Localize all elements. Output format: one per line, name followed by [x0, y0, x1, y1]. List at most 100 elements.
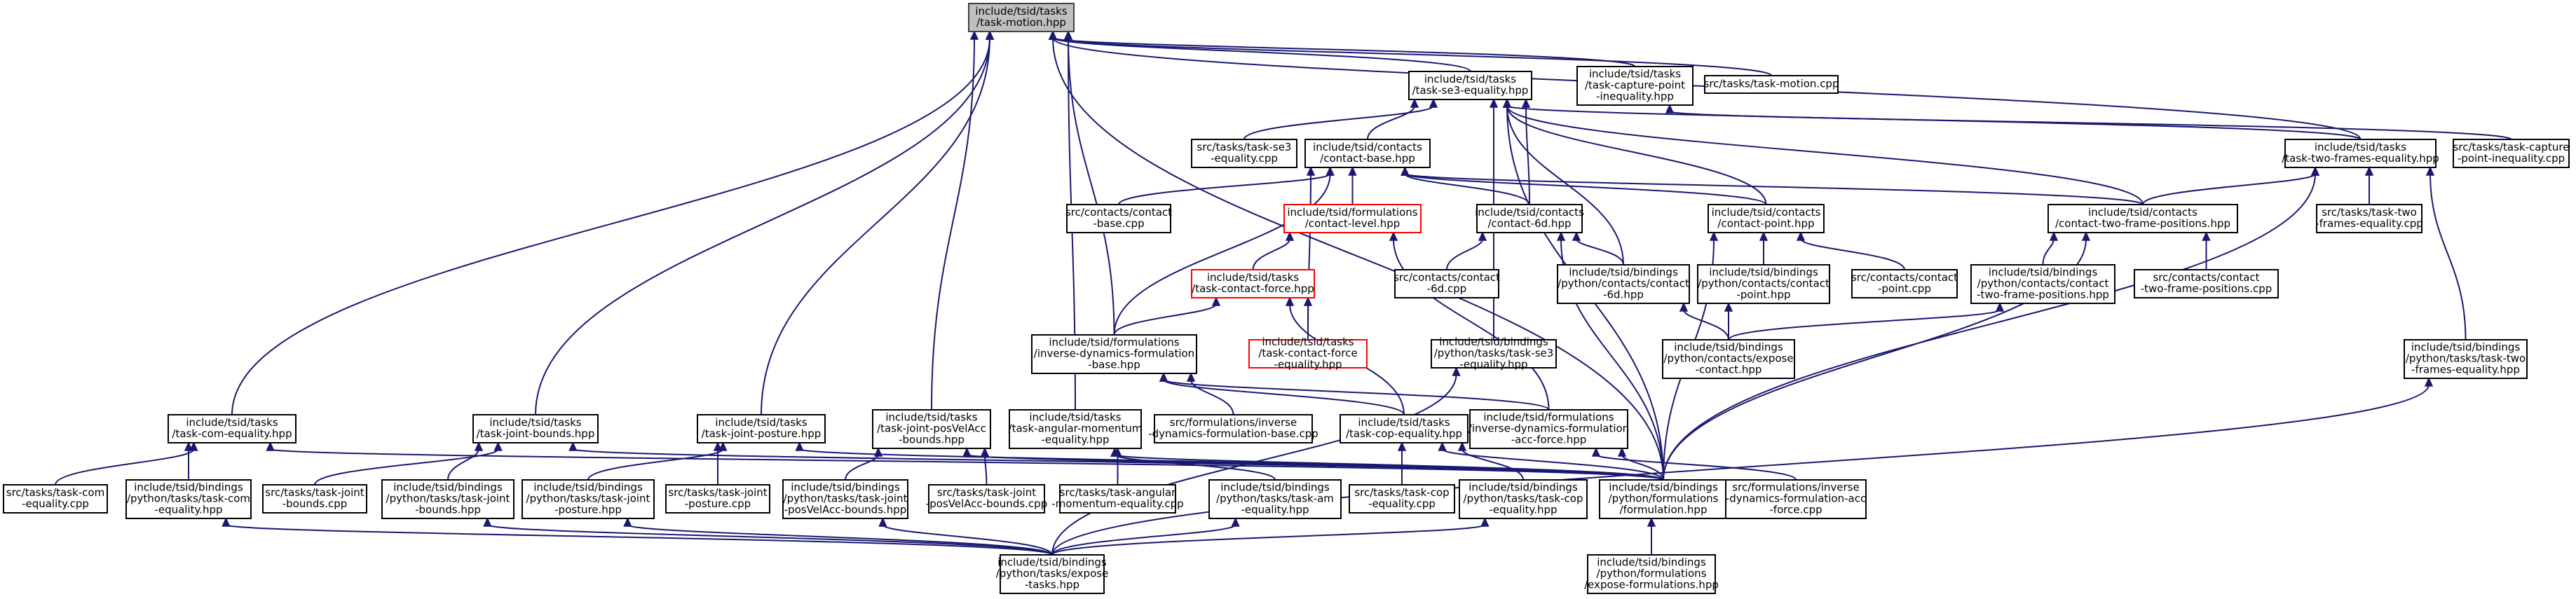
node-label-line: -equality.cpp: [22, 497, 89, 510]
node-box: [1431, 339, 1557, 369]
node-n49[interactable]: include/tsid/bindings/python/formulation…: [1584, 554, 1719, 594]
node-label-line: include/tsid/formulations: [1287, 206, 1417, 219]
node-label-line: -posture.hpp: [554, 504, 622, 516]
node-n46[interactable]: include/tsid/bindings/python/formulation…: [1599, 479, 1728, 519]
node-n29[interactable]: include/tsid/tasks/task-joint-posVelAcc-…: [872, 409, 991, 449]
node-n13[interactable]: src/tasks/task-two-frames-equality.cpp: [2315, 204, 2423, 233]
node-n26[interactable]: include/tsid/tasks/task-com-equality.hpp: [168, 414, 297, 443]
node-n38[interactable]: include/tsid/bindings/python/tasks/task-…: [522, 479, 655, 519]
node-box: [3, 484, 108, 514]
node-n45[interactable]: include/tsid/bindings/python/tasks/task-…: [1459, 479, 1588, 519]
node-label-line: -equality.hpp: [154, 504, 222, 516]
node-label-line: /python/tasks/task-com: [127, 493, 250, 505]
node-label-line: include/tsid/contacts: [2088, 206, 2197, 219]
node-n47[interactable]: src/formulations/inverse-dynamics-formul…: [1725, 479, 1867, 519]
node-box: [1340, 414, 1468, 443]
node-n24[interactable]: include/tsid/bindings/python/contacts/ex…: [1662, 339, 1795, 379]
edges-layer: [55, 30, 2512, 556]
node-label-line: -two-frame-positions.cpp: [2141, 282, 2272, 295]
node-label-line: -dynamics-formulation-base.cpp: [1148, 427, 1318, 440]
edge-n33-to-n9: [1389, 231, 1550, 411]
edge-n48-to-n38: [623, 517, 1053, 556]
edge-n31-to-n21: [1186, 372, 1234, 415]
node-n33[interactable]: include/tsid/formulations/inverse-dynami…: [1468, 409, 1629, 449]
node-label-line: src/tasks/task-capture: [2453, 141, 2570, 153]
node-n32[interactable]: include/tsid/tasks/task-cop-equality.hpp: [1340, 414, 1468, 443]
edge-n5-to-n1: [1243, 98, 1438, 140]
node-n19[interactable]: include/tsid/bindings/python/contacts/co…: [1970, 264, 2115, 304]
edge-n46-to-n29: [962, 447, 1664, 481]
edge-n33-to-n21: [1159, 372, 1550, 411]
node-n8[interactable]: src/contacts/contact-base.cpp: [1065, 204, 1172, 233]
edge-n15-to-n10: [1446, 231, 1487, 270]
node-n5[interactable]: src/tasks/task-se3-equality.cpp: [1191, 139, 1297, 168]
node-n27[interactable]: include/tsid/tasks/task-joint-bounds.hpp: [472, 414, 599, 443]
edge-n25-to-n7: [2425, 166, 2467, 340]
node-n37[interactable]: include/tsid/bindings/python/tasks/task-…: [381, 479, 514, 519]
node-label-line: src/tasks/task-angular: [1060, 486, 1176, 499]
node-n0[interactable]: include/tsid/tasks/task-motion.hpp: [968, 3, 1075, 32]
node-n22[interactable]: include/tsid/tasks/task-contact-force-eq…: [1248, 336, 1368, 371]
edge-n24-to-n17: [1724, 302, 1733, 340]
node-n31[interactable]: src/formulations/inverse-dynamics-formul…: [1148, 414, 1318, 443]
node-label-line: include/tsid/tasks: [2315, 141, 2406, 153]
node-label-line: include/tsid/contacts: [1475, 206, 1584, 219]
node-n1[interactable]: include/tsid/tasks/task-se3-equality.hpp: [1408, 71, 1532, 100]
node-n4[interactable]: src/tasks/task-capture-point-inequality.…: [2453, 139, 2570, 168]
node-n6[interactable]: include/tsid/contacts/contact-base.hpp: [1304, 139, 1431, 168]
node-label-line: src/tasks/task-joint: [265, 486, 364, 499]
node-label-line: -force.cpp: [1769, 504, 1822, 516]
node-n23[interactable]: include/tsid/bindings/python/tasks/task-…: [1431, 336, 1557, 371]
node-label-line: /python/tasks/task-joint: [526, 493, 650, 505]
node-n43[interactable]: include/tsid/bindings/python/tasks/task-…: [1208, 479, 1342, 519]
node-label-line: /python/tasks/task-se3: [1434, 347, 1554, 359]
node-n20[interactable]: src/contacts/contact-two-frame-positions…: [2134, 269, 2279, 298]
node-label-line: /task-contact-force.hpp: [1192, 282, 1314, 295]
node-n41[interactable]: src/tasks/task-joint-posVelAcc-bounds.cp…: [926, 484, 1047, 514]
node-n16[interactable]: include/tsid/bindings/python/contacts/co…: [1557, 264, 1690, 304]
node-box: [782, 479, 908, 519]
node-n25[interactable]: include/tsid/bindings/python/tasks/task-…: [2404, 339, 2528, 379]
node-n18[interactable]: src/contacts/contact-point.cpp: [1851, 269, 1958, 298]
node-n40[interactable]: include/tsid/bindings/python/tasks/task-…: [782, 479, 908, 519]
node-n44[interactable]: src/tasks/task-cop-equality.cpp: [1349, 484, 1455, 514]
node-label-line: -posVelAcc-bounds.cpp: [926, 497, 1047, 510]
node-label-line: -bounds.hpp: [415, 504, 481, 516]
node-box: [1248, 339, 1368, 369]
edge-n48-to-n45: [1051, 517, 1490, 556]
edge-n46-to-n30: [1110, 447, 1664, 481]
node-n10[interactable]: include/tsid/contacts/contact-6d.hpp: [1475, 204, 1584, 233]
edge-n40-to-n29: [845, 447, 883, 481]
node-box: [1408, 71, 1532, 100]
edge-n20-to-n12: [2202, 231, 2211, 270]
node-n21[interactable]: include/tsid/formulations/inverse-dynami…: [1031, 334, 1197, 374]
node-n17[interactable]: include/tsid/bindings/python/contacts/co…: [1697, 264, 1830, 304]
node-label-line: -point.hpp: [1737, 289, 1791, 301]
node-n42[interactable]: src/tasks/task-angular-momentum-equality…: [1051, 484, 1184, 514]
node-n12[interactable]: include/tsid/contacts/contact-two-frame-…: [2047, 204, 2238, 233]
node-label-line: /expose-formulations.hpp: [1584, 579, 1719, 591]
node-n2[interactable]: include/tsid/tasks/task-capture-point-in…: [1576, 66, 1694, 106]
node-n34[interactable]: src/tasks/task-com-equality.cpp: [3, 484, 108, 514]
node-label-line: /python/tasks/task-joint: [386, 493, 510, 505]
node-n30[interactable]: include/tsid/tasks/task-angular-momentum…: [1009, 409, 1143, 449]
edge-n9-to-n6: [1348, 166, 1357, 205]
edge-n38-to-n28: [587, 441, 728, 481]
node-label-line: src/contacts/contact: [2153, 271, 2259, 284]
node-box: [1154, 414, 1313, 443]
node-label-line: src/tasks/task-cop: [1354, 486, 1449, 499]
node-n11[interactable]: include/tsid/contacts/contact-point.hpp: [1708, 204, 1825, 233]
node-n35[interactable]: include/tsid/bindings/python/tasks/task-…: [125, 479, 252, 519]
node-n48[interactable]: include/tsid/bindings/python/tasks/expos…: [996, 554, 1109, 594]
node-n15[interactable]: src/contacts/contact-6d.cpp: [1393, 269, 1500, 298]
node-label-line: /contact-two-frame-positions.hpp: [2055, 217, 2230, 230]
node-n39[interactable]: src/tasks/task-joint-posture.cpp: [665, 484, 770, 514]
node-n28[interactable]: include/tsid/tasks/task-joint-posture.hp…: [697, 414, 826, 443]
node-n9[interactable]: include/tsid/formulations/contact-level.…: [1283, 204, 1422, 233]
node-n36[interactable]: src/tasks/task-joint-bounds.cpp: [262, 484, 367, 514]
node-n14[interactable]: include/tsid/tasks/task-contact-force.hp…: [1191, 269, 1315, 298]
node-n7[interactable]: include/tsid/tasks/task-two-frames-equal…: [2282, 139, 2439, 168]
node-label-line: -base.hpp: [1088, 359, 1140, 371]
node-label-line: /task-se3-equality.hpp: [1412, 84, 1529, 97]
node-n3[interactable]: src/tasks/task-motion.cpp: [1704, 75, 1839, 94]
